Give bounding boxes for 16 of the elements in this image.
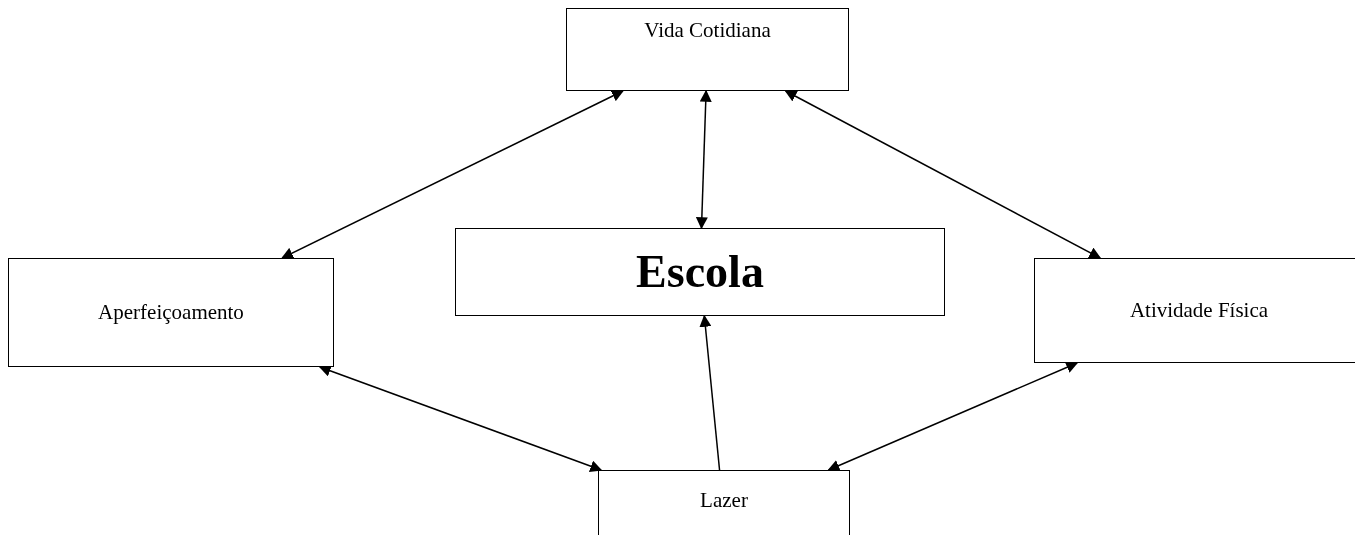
text-box bbox=[1034, 258, 1355, 363]
box-label: Atividade Física bbox=[1129, 297, 1269, 324]
arrow bbox=[784, 90, 1102, 259]
box-label: Vida Cotidiana bbox=[644, 17, 771, 44]
text-box bbox=[455, 228, 945, 316]
arrow bbox=[318, 365, 603, 472]
arrow bbox=[695, 89, 712, 230]
arrow bbox=[281, 90, 624, 259]
text-box bbox=[566, 8, 849, 91]
arrow bbox=[827, 361, 1079, 472]
box-label: Lazer bbox=[700, 487, 748, 514]
text-box bbox=[8, 258, 334, 367]
box-label: Aperfeiçoamento bbox=[98, 299, 244, 326]
text-box bbox=[598, 470, 850, 535]
arrow bbox=[699, 314, 721, 471]
box-label: Escola bbox=[636, 245, 764, 300]
